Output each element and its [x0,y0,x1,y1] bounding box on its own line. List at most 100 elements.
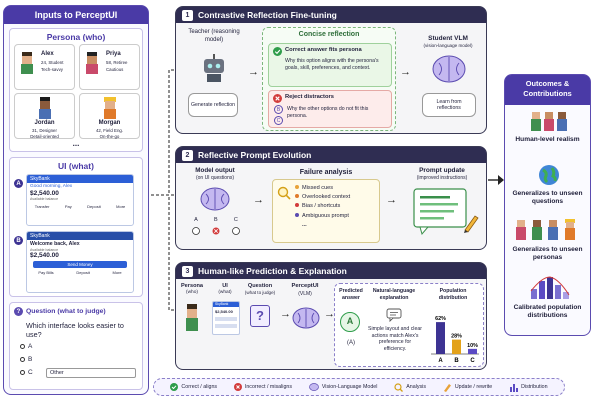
stage-number: 1 [182,9,193,21]
bar-value-label: 28% [451,334,462,340]
persona-card-morgan[interactable]: Morgan 42, Field Eng. On-the-go [79,93,140,139]
stage-number: 2 [182,149,193,161]
persona-line2: Cautious [106,67,124,72]
option-b[interactable]: B [20,356,32,363]
concise-title: Concise reflection [298,31,360,38]
s3-question-sub: (what to judge) [244,290,276,295]
s3-model-label: PerceptUI [291,283,319,289]
ui-a-greeting: Good morning, Alex [30,184,73,189]
ui-a-action[interactable]: Deposit [87,204,101,209]
ui-a-mockup[interactable]: SkyBank Good morning, Alex $2,540.00 Ava… [26,174,134,226]
persona-card-alex[interactable]: Alex 24, Student Tech-savvy [14,44,75,90]
correct-text: Why this option aligns with the persona'… [285,58,379,71]
population-chart: 62%A28%B10%C [431,316,479,364]
prompt-update-title: Prompt update [419,167,465,174]
option-a[interactable]: A [20,343,32,350]
ui-b-balance: $2,540.00 [30,252,59,259]
category-label: B [454,358,459,364]
category-label: C [470,358,475,364]
reject-head: Reject distractors [285,94,334,100]
arrow-right-icon: → [280,308,291,320]
s3-ui-thumbnail: SkyBank $2,540.00 [212,301,240,335]
ui-box: UI (what) A SkyBank Good morning, Alex $… [9,157,143,297]
s3-question-label: Question [247,283,273,289]
reject-badge: B [274,105,283,114]
ui-b-mockup[interactable]: SkyBank Welcome back, Alex Available bal… [26,231,134,293]
s3-ui-label: UI [222,283,228,289]
ui-a-balance: $2,540.00 [30,190,59,197]
chart-icon [510,383,519,392]
question-icon: ? [14,307,23,316]
ui-b-appbar: SkyBank [27,232,133,240]
correct-head: Correct answer fits persona [285,47,362,53]
arrow-right-icon: → [324,308,335,320]
ui-a-action[interactable]: Transfer [34,204,50,209]
persona-title: Persona (who) [46,32,106,42]
x-icon [273,94,282,103]
outcome-item: Human-level realism [515,136,580,143]
concise-reflection-box: Concise reflection Correct answer fits p… [262,27,396,131]
legend-item: Correct / aligns [170,383,217,391]
radio-icon [20,356,25,362]
ui-b-action[interactable]: Pay Bills [38,270,54,275]
choice-label: C [233,217,238,223]
s3-model-sub: (VLM) [298,291,312,297]
s3-question-icon: ? [250,305,270,327]
people-icon [531,112,567,131]
nl-title: Natural-language explanation [372,288,416,301]
magnifier-icon [277,186,291,200]
failure-more: ... [302,221,307,228]
ui-a-action[interactable]: More [116,204,126,209]
ui-a-action[interactable]: Pay [64,204,72,209]
failure-title: Failure analysis [299,169,353,176]
s3-ui-balance: $2,540.00 [215,309,233,314]
bar-a [436,322,445,354]
bar-value-label: 62% [435,316,446,322]
persona-line2: On-the-go [99,134,120,139]
answer-badge: A [340,312,360,332]
magnifier-icon [394,382,404,392]
brain-icon [292,307,320,329]
ui-b-badge: B [14,236,23,245]
pencil-icon [443,383,451,392]
persona-line1: 31, Designer [32,128,57,133]
persona-line2: Detail-oriented [30,134,59,139]
outcome-item: Calibrated population distributions [513,304,582,320]
avatar [86,52,98,74]
persona-line1: 58, Retiree [106,60,128,65]
failure-list: Missed cues Overlooked context Bias / sh… [272,179,380,243]
avatar [39,97,51,119]
choice-label: B [214,217,218,223]
radio-icon [20,343,25,349]
persona-name: Jordan [34,120,55,126]
legend-item: Update / rewrite [443,383,492,392]
arrow-right-icon: → [248,66,259,78]
prediction-box: Predicted answer A (A) Natural-language … [334,283,484,367]
avatar [21,52,33,74]
learn-bubble: Learn from reflections [422,93,476,117]
option-c[interactable]: C [20,369,33,376]
persona-card-jordan[interactable]: Jordan 31, Designer Detail-oriented [14,93,75,139]
failure-item: Bias / shortcuts [295,202,350,211]
other-input[interactable]: Other [46,368,136,378]
persona-line1: 42, Field Eng. [95,128,124,133]
ui-b-action[interactable]: Deposit [76,270,90,275]
persona-card-priya[interactable]: Priya 58, Retiree Cautious [79,44,140,90]
brain-icon [432,55,466,83]
question-box: ? Question (what to judge) Which interfa… [9,302,143,390]
check-icon [273,47,282,56]
globe-icon [539,165,559,185]
bar-c [468,348,477,354]
ui-b-action[interactable]: More [112,270,122,275]
legend: Correct / aligns Incorrect / misaligns V… [153,378,565,396]
bar-b [452,339,461,354]
s3-persona-sub: (who) [186,290,198,295]
pop-title: Population distribution [438,288,468,301]
avatar [104,97,116,119]
arrow-right-icon: → [386,194,397,206]
avatar [186,304,198,331]
persona-line1: 24, Student [41,60,64,65]
s3-persona-label: Persona [180,283,204,289]
ui-b-send-button[interactable]: Send Money [33,261,127,268]
